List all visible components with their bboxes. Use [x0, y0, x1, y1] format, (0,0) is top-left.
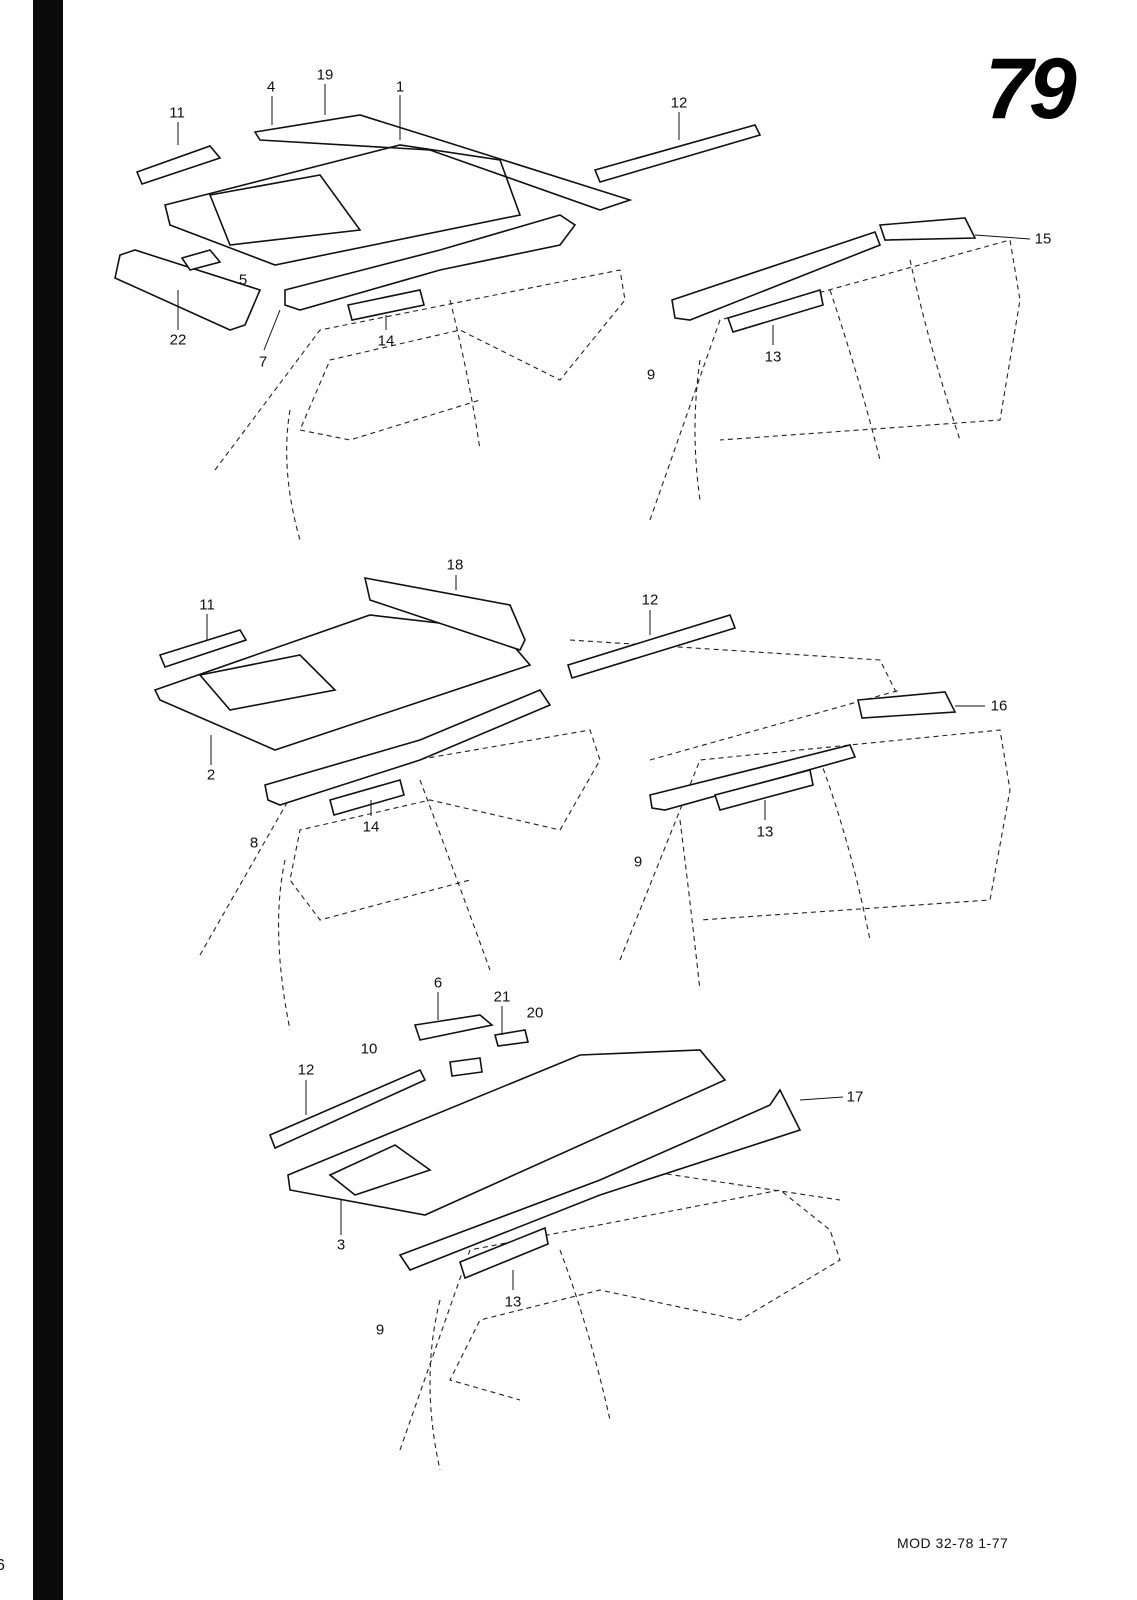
callout-2: 2: [206, 766, 216, 784]
callout-10: 10: [360, 1040, 378, 1058]
callout-22: 22: [169, 331, 187, 349]
assembly-middle-left: [153, 576, 601, 1031]
callout-13: 13: [764, 348, 782, 366]
assembly-top-left: [114, 114, 633, 541]
callout-6: 6: [433, 974, 443, 992]
callout-13: 13: [756, 823, 774, 841]
callout-8: 8: [249, 834, 259, 852]
callout-13: 13: [504, 1293, 522, 1311]
callout-5: 5: [238, 271, 248, 289]
binding-bar: [33, 0, 63, 1600]
edge-mark: 6: [0, 1557, 5, 1574]
callout-20: 20: [526, 1004, 544, 1022]
assembly-bottom: [268, 1014, 841, 1471]
callout-12: 12: [670, 94, 688, 112]
callout-15: 15: [1034, 230, 1052, 248]
footer-code: MOD 32-78 1-77: [897, 1535, 1009, 1551]
callout-18: 18: [446, 556, 464, 574]
callout-14: 14: [377, 332, 395, 350]
page-number: 79: [985, 41, 1077, 137]
callout-11: 11: [169, 104, 185, 122]
callout-21: 21: [493, 988, 511, 1006]
callout-4: 4: [266, 78, 276, 96]
callout-11: 11: [199, 596, 215, 614]
callout-14: 14: [362, 818, 380, 836]
leader-lines: [177, 84, 1031, 1290]
callout-16: 16: [990, 697, 1008, 715]
callout-12: 12: [641, 591, 659, 609]
callout-7: 7: [258, 353, 268, 371]
callout-9: 9: [633, 853, 643, 871]
callout-19: 19: [316, 66, 334, 84]
callout-12: 12: [297, 1061, 315, 1079]
assembly-middle-right: [567, 614, 1011, 991]
callout-1: 1: [395, 78, 405, 96]
callout-9: 9: [375, 1321, 385, 1339]
callout-17: 17: [846, 1088, 864, 1106]
assembly-top-right: [593, 124, 1021, 521]
callout-9: 9: [646, 366, 656, 384]
callout-3: 3: [336, 1236, 346, 1254]
